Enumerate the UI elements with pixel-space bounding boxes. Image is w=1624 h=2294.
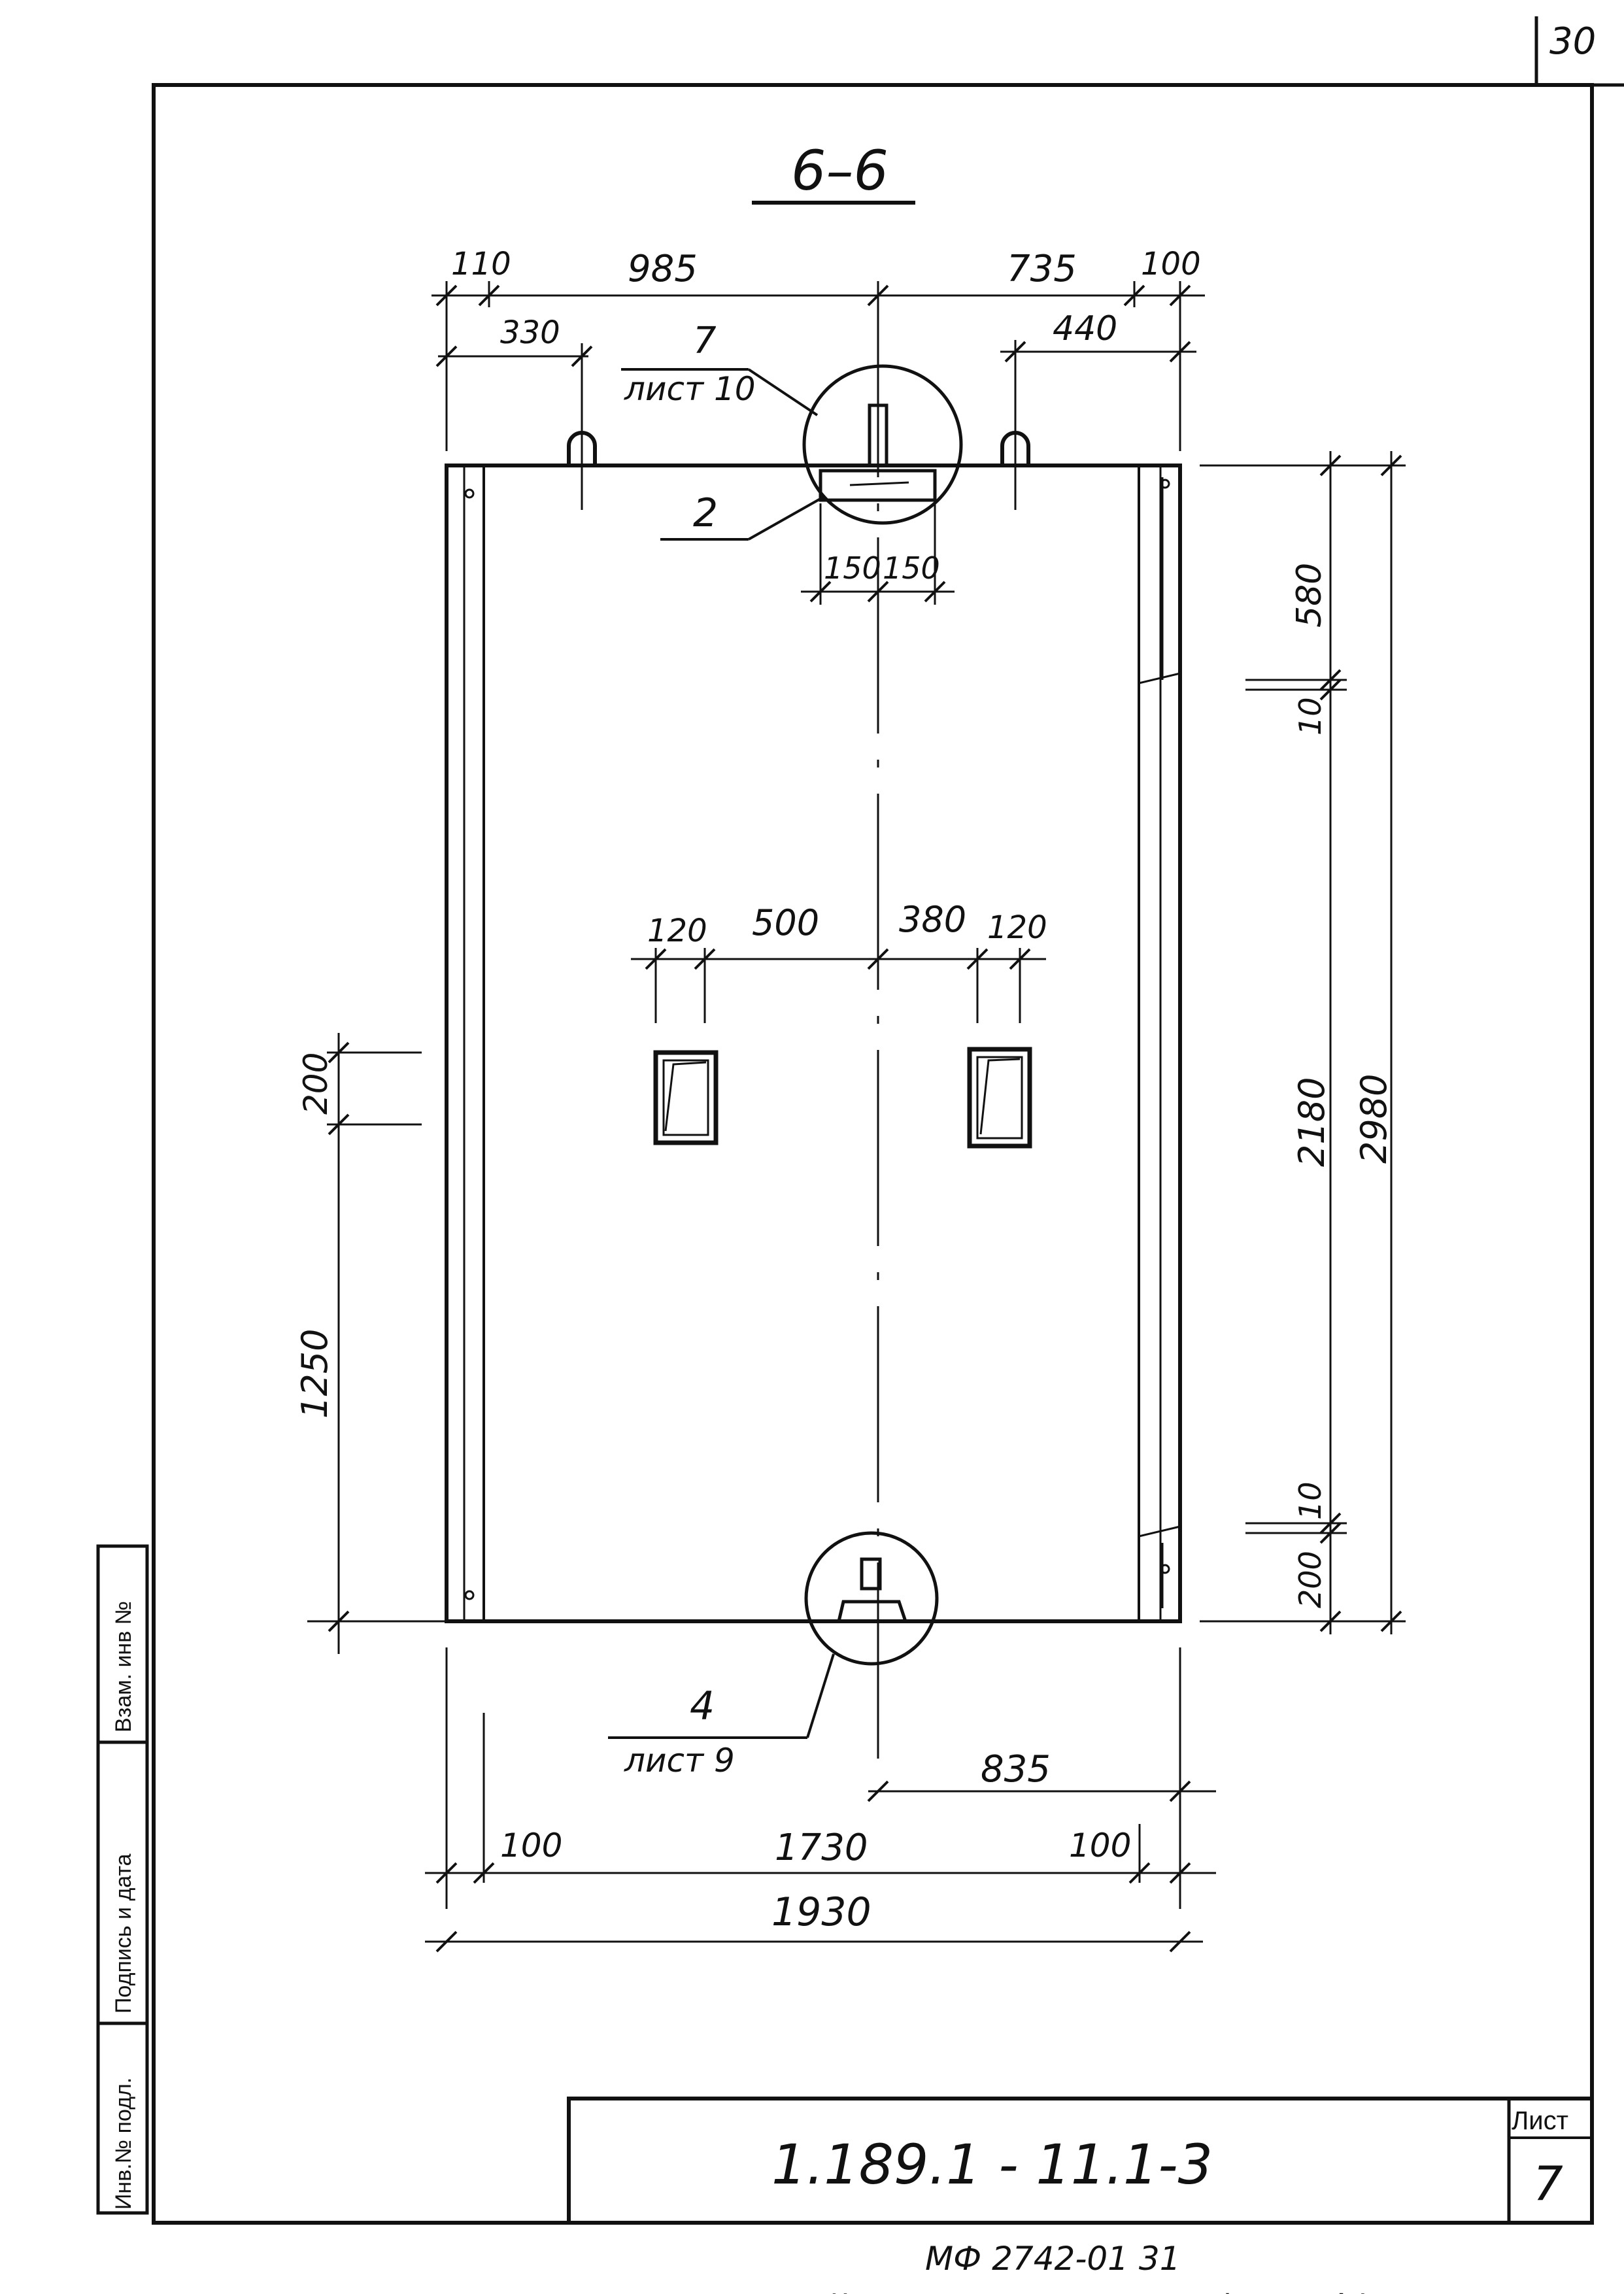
dims-openings: 120 500 380 120 — [631, 899, 1047, 1023]
detail-top-sheet: лист 10 — [624, 370, 756, 408]
section-label: 6–6 — [791, 139, 888, 203]
dim-opening-120-right: 120 — [987, 909, 1047, 946]
document-code: 1.189.1 - 11.1-3 — [771, 2133, 1213, 2197]
dim-1730: 1730 — [775, 1827, 868, 1869]
dim-580: 580 — [1290, 563, 1329, 628]
dim-330: 330 — [500, 314, 560, 351]
detail-circle-top — [802, 364, 963, 525]
side-stamp: Инв.№ подл. Подпись и дата Взам. инв № — [96, 1544, 149, 2215]
detail-top-number: 7 — [693, 320, 717, 362]
dim-985: 985 — [628, 248, 698, 290]
dims-right: 580 10 2180 10 200 2980 — [1200, 451, 1406, 1634]
page-number-corner: 30 — [1534, 16, 1624, 87]
dims-left: 200 1250 — [294, 1033, 447, 1654]
dims-bottom: 835 100 1730 100 1930 — [425, 1647, 1216, 1953]
panel-outline — [445, 464, 1182, 1623]
leader-detail-bottom: 4 лист 9 — [608, 1653, 835, 1780]
sheet-label: Лист — [1512, 2106, 1568, 2135]
dim-735: 735 — [1007, 248, 1077, 290]
dim-10-lower: 10 — [1293, 1481, 1328, 1520]
detail-bottom-sheet: лист 9 — [624, 1742, 735, 1780]
dim-2980: 2980 — [1353, 1074, 1395, 1164]
leader-detail-top: 7 лист 10 — [621, 320, 819, 416]
part-2-label: 2 — [693, 490, 718, 536]
title-block: 1.189.1 - 11.1-3 Лист 7 — [567, 2097, 1594, 2225]
leader-part-2: 2 — [660, 490, 824, 541]
dim-opening-500: 500 — [752, 902, 819, 943]
dim-100-bottom-left: 100 — [500, 1827, 562, 1864]
dim-150-left: 150 — [824, 550, 881, 586]
dim-440: 440 — [1053, 309, 1117, 348]
opening-right — [967, 1047, 1032, 1149]
section-title: 6–6 — [752, 139, 915, 205]
stamp-podpis-data: Подпись и дата — [111, 1853, 136, 2014]
dim-2180: 2180 — [1291, 1077, 1332, 1167]
footer-format: Формат А4 — [1216, 2287, 1368, 2294]
dim-1250: 1250 — [294, 1329, 335, 1419]
dim-100-top: 100 — [1141, 246, 1201, 282]
detail-circle-bottom — [804, 1531, 939, 1666]
dim-110: 110 — [451, 246, 511, 282]
dim-835: 835 — [981, 1748, 1051, 1791]
page-number: 30 — [1549, 20, 1596, 63]
dim-200-left: 200 — [297, 1053, 335, 1115]
dim-200-bottom-right: 200 — [1293, 1551, 1328, 1608]
opening-left — [653, 1050, 719, 1145]
dim-opening-380: 380 — [899, 899, 966, 940]
panel-elevation — [445, 281, 1182, 1778]
dim-opening-120-left: 120 — [647, 913, 707, 949]
footer-copied: Копировал — [830, 2287, 981, 2294]
dims-top: 110 985 735 100 330 440 — [431, 246, 1205, 510]
dim-150-right: 150 — [883, 550, 940, 586]
detail-bottom-number: 4 — [690, 1683, 715, 1729]
stamp-vzam-inv: Взам. инв № — [111, 1601, 136, 1732]
footer: МФ 2742-01 31 Копировал Формат А4 — [830, 2240, 1368, 2294]
dim-10-upper: 10 — [1293, 697, 1328, 735]
stamp-inv-podl: Инв.№ подл. — [111, 2078, 136, 2210]
dim-100-bottom-right: 100 — [1069, 1827, 1131, 1864]
footer-order: МФ 2742-01 31 — [925, 2240, 1181, 2278]
dims-slot: 150 150 — [801, 503, 955, 605]
sheet-number: 7 — [1533, 2156, 1563, 2211]
dim-1930: 1930 — [771, 1889, 871, 1935]
